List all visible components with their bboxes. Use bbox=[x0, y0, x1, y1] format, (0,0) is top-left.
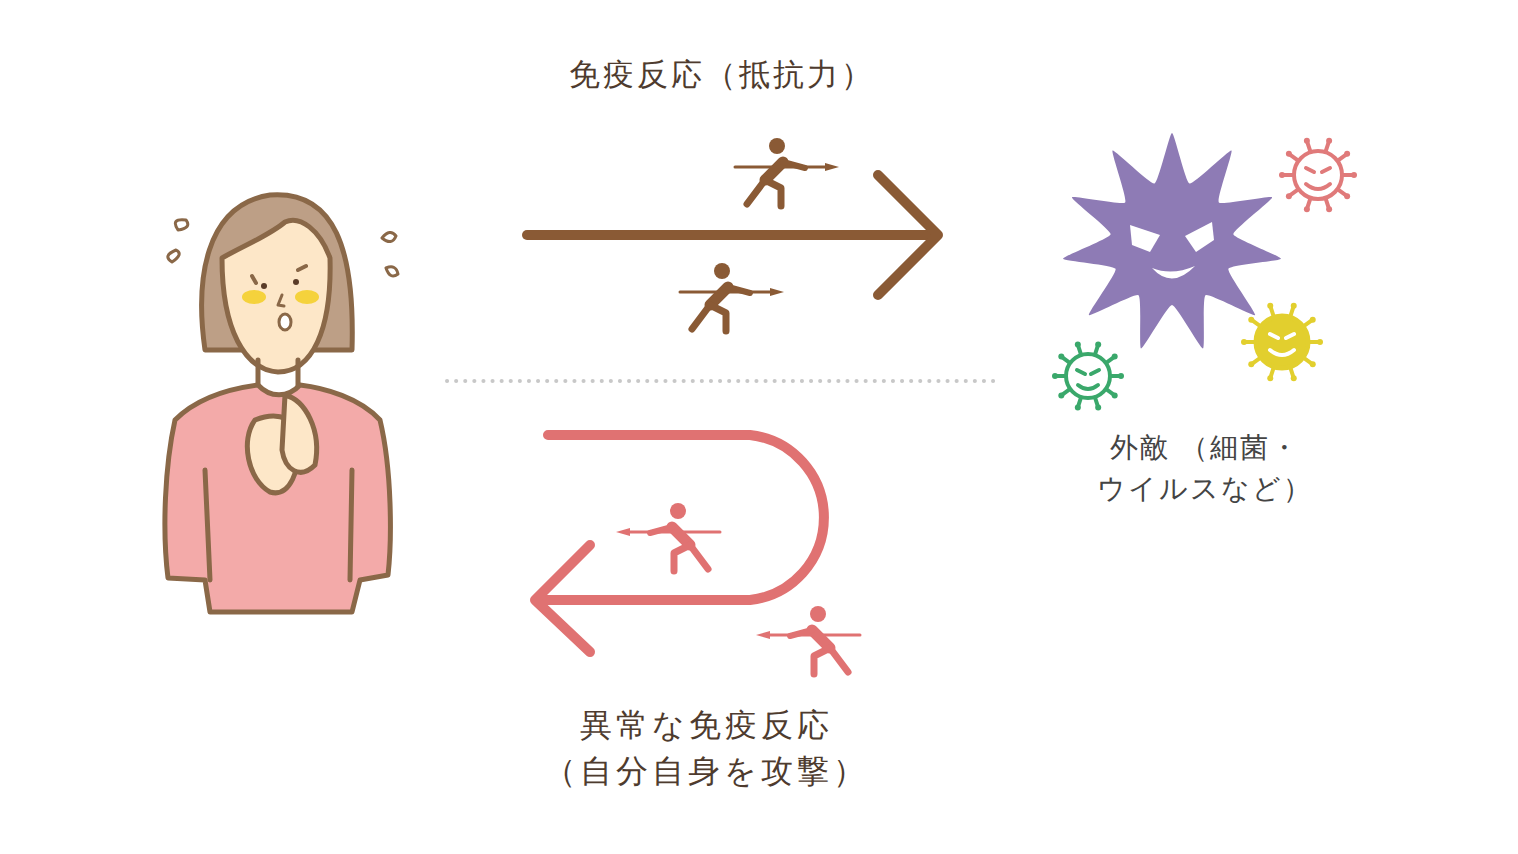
soldier-figure bbox=[735, 138, 839, 206]
worried-woman bbox=[165, 195, 398, 612]
arrow-label: 異常な免疫反応 （自分自身を攻撃） bbox=[526, 702, 886, 795]
green-germ bbox=[1052, 342, 1124, 411]
soldier-figure bbox=[616, 503, 720, 571]
red-germ bbox=[1279, 138, 1357, 212]
big-germ bbox=[1063, 133, 1281, 349]
arrow-label: 免疫反応（抵抗力） bbox=[512, 52, 932, 97]
dotted-divider bbox=[447, 379, 1000, 383]
enemy-label: 外敵 （細菌・ウイルスなど） bbox=[1035, 428, 1375, 509]
abnormal-arrow bbox=[535, 435, 824, 652]
immune-arrow bbox=[527, 175, 938, 295]
yellow-germ bbox=[1241, 303, 1323, 381]
soldier-figure bbox=[756, 606, 860, 674]
soldier-figure bbox=[680, 263, 784, 331]
germ-face bbox=[1130, 222, 1214, 279]
germs bbox=[1052, 133, 1357, 410]
